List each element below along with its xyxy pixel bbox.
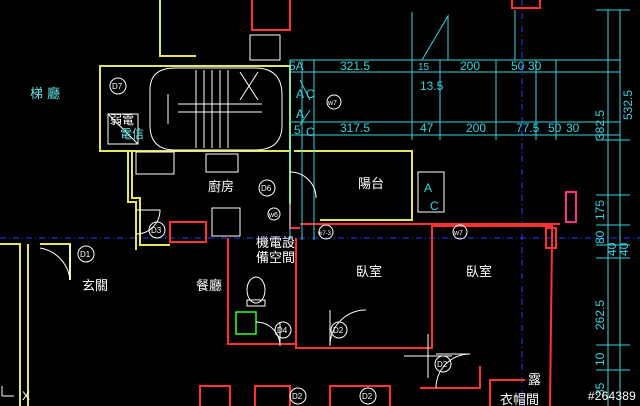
- dimension-lines: [289, 9, 630, 406]
- dim-right-4: 80: [593, 230, 607, 244]
- ac-6: C: [430, 199, 439, 213]
- svg-text:w7-3: w7-3: [317, 231, 332, 237]
- watermark-id: #264389: [587, 389, 636, 403]
- dim-right-1: 382.5: [593, 110, 607, 140]
- dim-top-1: 5A: [289, 59, 304, 73]
- svg-text:D2: D2: [333, 326, 344, 335]
- dim-top-5: 50: [511, 59, 525, 73]
- svg-text:D4: D4: [277, 326, 288, 335]
- svg-text:D2: D2: [437, 360, 448, 369]
- dim-right-6: 40: [617, 242, 631, 256]
- dim-right-9: 35: [593, 382, 607, 396]
- dimension-text: 5A 321.5 15 200 50 30 13.5 5 317.5 47 20…: [289, 59, 580, 213]
- ac-4: C: [306, 125, 315, 139]
- door-tags: D7 D6 D3 D1 D4 D2 D2 D2 D2 w6 w7 w7-3 w7: [77, 77, 468, 405]
- dim-mid-4: 200: [466, 121, 486, 135]
- vertical-dimension-text: 382.5 532.5 175 80 40 40 262.5 10 35: [593, 90, 635, 396]
- dim-top-4: 200: [460, 59, 480, 73]
- label-stair-hall: 梯 廳: [30, 86, 60, 102]
- stair-hall: [99, 34, 291, 152]
- label-balcony: 陽台: [358, 177, 384, 192]
- dim-top-sub: 13.5: [420, 79, 444, 93]
- label-weak-current: 弱電: [110, 113, 134, 127]
- label-open-area: 露: [528, 373, 541, 388]
- top-walls: [159, 0, 541, 57]
- svg-text:D2: D2: [362, 392, 373, 401]
- dim-mid-3: 47: [420, 121, 434, 135]
- door-swings: [39, 171, 471, 389]
- label-equipment-1: 機電設: [256, 235, 295, 251]
- label-bedroom-2: 臥室: [466, 264, 492, 280]
- column-marker: [565, 191, 577, 223]
- ac-3: A: [296, 107, 304, 121]
- toilet-icon: [246, 276, 266, 307]
- svg-text:w7: w7: [453, 230, 463, 237]
- ucs-icon: [1, 386, 14, 397]
- label-cloakroom: 衣帽間: [500, 392, 539, 406]
- dim-mid-5: 77.5: [516, 121, 540, 135]
- svg-text:D6: D6: [261, 184, 272, 193]
- dim-right-2: 532.5: [621, 90, 635, 120]
- ac-2: C: [306, 87, 315, 101]
- svg-text:D3: D3: [151, 226, 162, 235]
- dim-right-7: 262.5: [593, 300, 607, 330]
- dim-mid-6: 50: [548, 121, 562, 135]
- dim-mid-7: 30: [566, 121, 580, 135]
- svg-text:w6: w6: [268, 212, 278, 219]
- label-bedroom-1: 臥室: [356, 264, 382, 280]
- dim-right-8: 10: [593, 352, 607, 366]
- ucs-x-label: X: [22, 389, 30, 403]
- label-electric: 電信: [120, 127, 144, 141]
- ac-1: A: [296, 87, 304, 101]
- dim-right-5: 40: [605, 242, 619, 256]
- label-entrance: 玄關: [82, 279, 108, 294]
- ac-5: A: [424, 181, 432, 195]
- label-equipment-2: 備空間: [256, 250, 295, 266]
- svg-text:D7: D7: [112, 82, 123, 91]
- dim-top-2: 321.5: [340, 59, 370, 73]
- dim-mid-2: 317.5: [340, 121, 370, 135]
- dim-right-3: 175: [593, 200, 607, 220]
- dim-top-3: 15: [418, 62, 430, 73]
- balcony: [294, 150, 445, 221]
- svg-text:D2: D2: [292, 392, 303, 401]
- dim-top-6: 30: [528, 59, 542, 73]
- svg-text:D1: D1: [80, 250, 91, 259]
- label-kitchen: 廚房: [208, 179, 234, 195]
- dim-mid-1: 5: [294, 123, 301, 137]
- room-labels: 梯 廳 弱電 電信 廚房 陽台 玄關 餐廳 機電設 備空間 臥室 臥室 衣帽間 …: [30, 86, 541, 406]
- red-partitions: [169, 204, 560, 406]
- svg-text:w7: w7: [327, 100, 337, 107]
- sink-icon: [235, 311, 257, 335]
- entrance-walls: [0, 243, 71, 406]
- label-dining: 餐廳: [196, 278, 222, 294]
